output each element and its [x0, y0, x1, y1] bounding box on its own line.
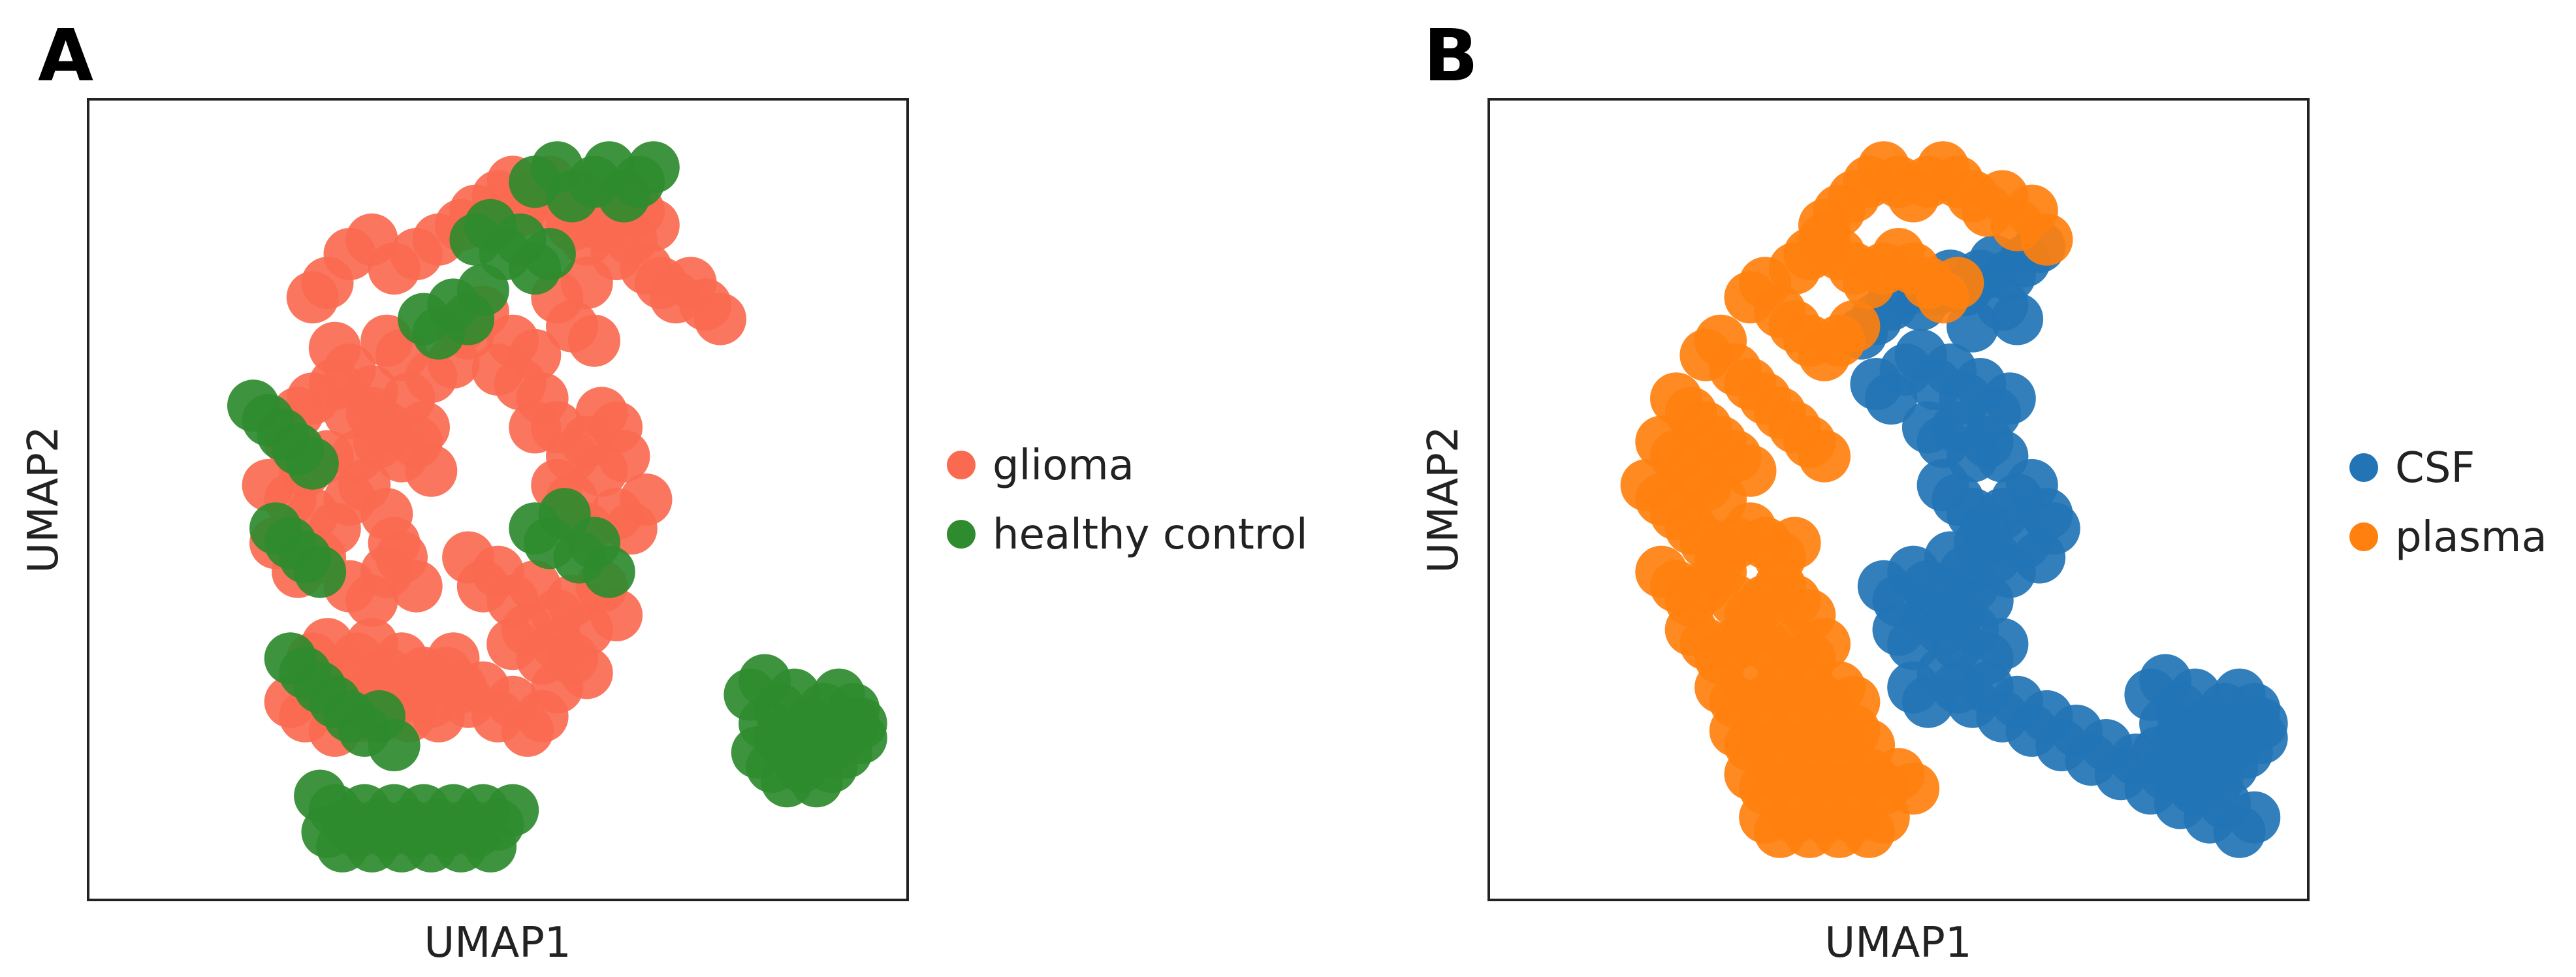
x-axis-label-a: UMAP1 [424, 919, 571, 967]
point-plasma [1857, 791, 1910, 844]
point-plasma [1768, 517, 1821, 569]
point-healthy-control [286, 437, 339, 490]
legend-marker-glioma [947, 451, 976, 479]
point-healthy-control [456, 264, 509, 317]
legend-label-healthy-control: healthy control [993, 511, 1308, 559]
point-plasma [1798, 430, 1851, 483]
legend-marker-csf [2349, 453, 2378, 482]
point-healthy-control [368, 719, 421, 771]
point-glioma [531, 661, 584, 714]
x-axis-label-b: UMAP1 [1824, 919, 1971, 967]
point-glioma [456, 560, 509, 613]
scatter-points-b [1620, 141, 2288, 858]
point-csf [1991, 293, 2044, 345]
chart-panel-b: UMAP1 UMAP2 CSF plasma [1420, 98, 2547, 967]
point-glioma [620, 473, 673, 526]
panel-letter-b: B [1423, 14, 1478, 97]
point-plasma [2020, 213, 2073, 266]
point-plasma [1932, 257, 1984, 310]
point-healthy-control [835, 712, 887, 764]
point-healthy-control [582, 545, 635, 598]
legend-a: glioma healthy control [947, 441, 1308, 559]
point-glioma [390, 560, 443, 613]
plot-frame-a [87, 98, 909, 901]
chart-panel-a: UMAP1 UMAP2 glioma healthy control [20, 98, 1308, 967]
point-csf [1976, 618, 2029, 671]
point-healthy-control [464, 820, 517, 873]
point-glioma [694, 293, 746, 345]
point-csf [2027, 502, 2080, 555]
point-plasma [1798, 618, 1851, 671]
legend-label-glioma: glioma [993, 441, 1134, 490]
plot-frame-b [1487, 98, 2310, 901]
point-glioma [405, 444, 458, 497]
point-glioma [509, 401, 562, 454]
y-axis-label-a: UMAP2 [20, 426, 68, 573]
point-glioma [590, 589, 643, 641]
panel-letter-a: A [38, 14, 94, 97]
point-csf [1983, 372, 2036, 425]
legend-label-csf: CSF [2395, 444, 2475, 492]
point-csf [2235, 712, 2288, 764]
point-csf [2228, 791, 2281, 844]
legend-marker-healthy-control [947, 520, 976, 549]
point-healthy-control [627, 141, 680, 194]
scatter-points-a [227, 141, 887, 873]
point-healthy-control [294, 545, 347, 598]
y-axis-label-b: UMAP2 [1420, 426, 1468, 573]
point-glioma [568, 314, 620, 367]
point-plasma [1828, 300, 1881, 353]
point-healthy-control [523, 228, 576, 280]
point-glioma [575, 444, 628, 497]
legend-marker-plasma [2349, 522, 2378, 551]
legend-label-plasma: plasma [2395, 513, 2547, 562]
legend-b: CSF plasma [2349, 444, 2547, 562]
